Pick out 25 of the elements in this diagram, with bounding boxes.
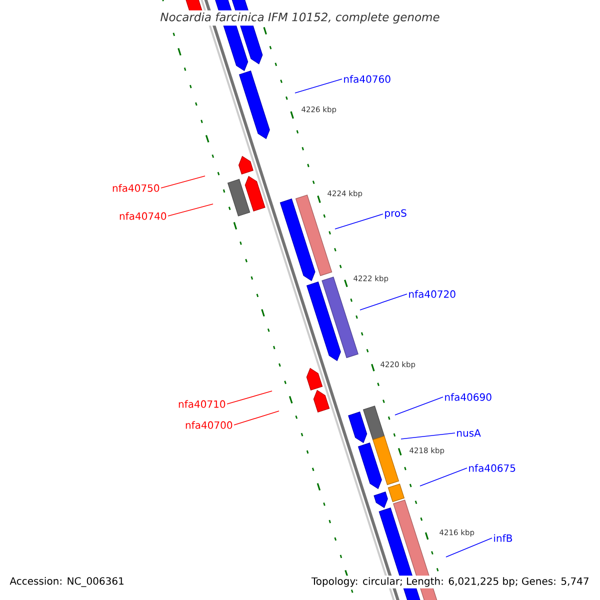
gene-label: nfa40710 [178, 400, 226, 408]
leader-line [400, 432, 456, 440]
leader-line [334, 214, 384, 230]
gene-label: nfa40750 [112, 184, 160, 192]
gene-label: nusA [457, 429, 481, 437]
gene-label: nfa40700 [186, 421, 232, 429]
gene-label: infB [494, 534, 512, 542]
gene-label: nfa40720 [409, 290, 456, 298]
leader-line [420, 468, 468, 486]
gene-label: nfa40675 [469, 464, 516, 472]
leader-line [360, 294, 408, 310]
genome-stats-text: Topology: circular; Length: 6,021,225 bp; Genes: 5,747 [310, 576, 591, 588]
gene-label: nfa40740 [120, 212, 166, 220]
leader-line [168, 204, 214, 216]
leader-line [234, 410, 280, 426]
accession-text: Accession: NC_006361 [8, 576, 126, 588]
gene-label: proS [385, 209, 406, 219]
leader-line [294, 78, 342, 94]
gene-label: nfa40760 [344, 75, 390, 83]
title: Nocardia farcinica IFM 10152, complete genome [158, 10, 442, 26]
gene-label: nfa40690 [445, 393, 492, 401]
leader-line [160, 176, 206, 188]
leader-line [226, 390, 272, 404]
leader-line [446, 538, 492, 558]
leader-line [394, 396, 444, 416]
